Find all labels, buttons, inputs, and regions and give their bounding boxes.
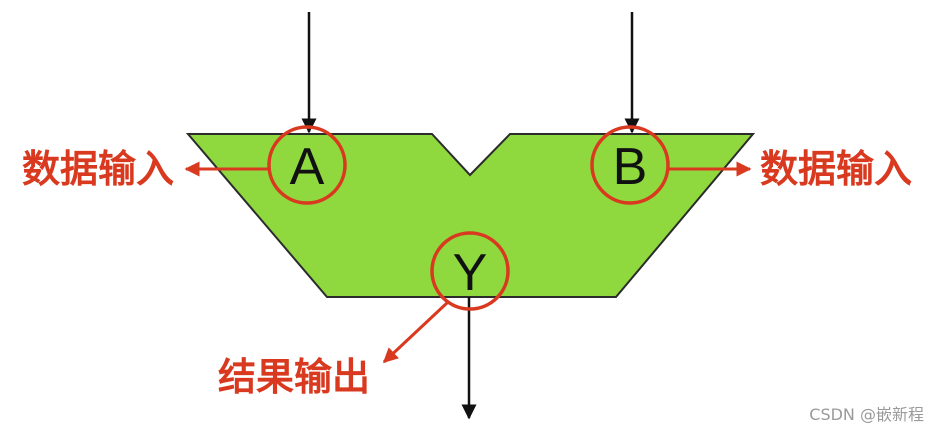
port-y-circle [430, 231, 510, 311]
port-b-circle [590, 125, 670, 205]
output-callout-label: 结果输出 [218, 355, 370, 399]
port-b-label: B [613, 138, 648, 196]
port-a-circle [267, 125, 347, 205]
watermark-text: CSDN @嵌新程 [809, 405, 924, 424]
alu-body-shape [185, 133, 756, 298]
right-input-callout-label: 数据输入 [760, 147, 912, 191]
output-callout-arrow [382, 300, 450, 364]
port-a-label: A [290, 138, 325, 196]
left-input-callout-label: 数据输入 [22, 147, 174, 191]
port-y-label: Y [453, 244, 488, 302]
